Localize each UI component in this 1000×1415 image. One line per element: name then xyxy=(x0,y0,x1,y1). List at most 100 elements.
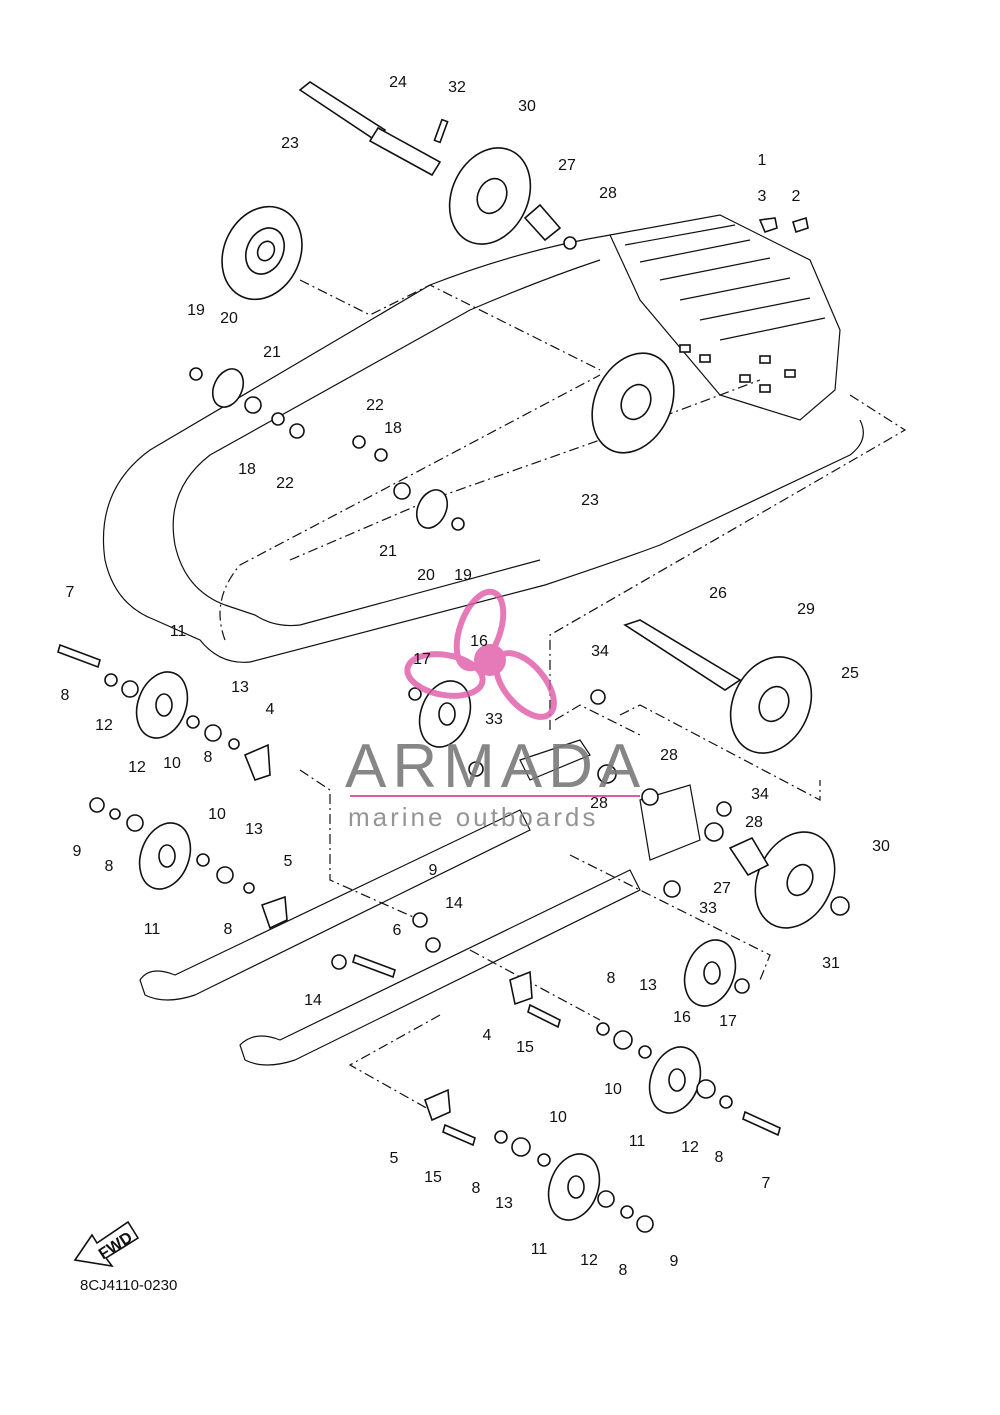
callout-33: 33 xyxy=(699,900,717,917)
callout-28: 28 xyxy=(590,795,608,812)
callout-33: 33 xyxy=(485,711,503,728)
callout-17: 17 xyxy=(413,651,431,668)
callout-13: 13 xyxy=(245,821,263,838)
callout-11: 11 xyxy=(170,623,187,640)
callout-21: 21 xyxy=(263,344,281,361)
callout-27: 27 xyxy=(558,157,576,174)
callout-1: 1 xyxy=(758,152,767,169)
callout-29: 29 xyxy=(797,601,815,618)
callout-10: 10 xyxy=(208,806,226,823)
callout-18: 18 xyxy=(384,420,402,437)
callout-3: 3 xyxy=(758,188,767,205)
callout-16: 16 xyxy=(673,1009,691,1026)
callout-8: 8 xyxy=(607,970,616,987)
axle-24 xyxy=(298,81,449,177)
shaft-26 xyxy=(623,619,742,691)
callout-6: 6 xyxy=(393,922,402,939)
callout-30: 30 xyxy=(872,838,890,855)
wheel-29 xyxy=(729,656,813,754)
fwd-arrow: FWD xyxy=(73,1220,140,1268)
callout-21: 21 xyxy=(379,543,397,560)
callout-11: 11 xyxy=(531,1241,548,1258)
idler-wheel-23-mid xyxy=(591,352,675,454)
callout-9: 9 xyxy=(670,1253,679,1270)
callout-12: 12 xyxy=(95,717,113,734)
callout-18: 18 xyxy=(238,461,256,478)
wheel-11-a xyxy=(135,671,189,739)
callout-27: 27 xyxy=(713,880,731,897)
wheel-11-b xyxy=(138,822,192,890)
callout-12: 12 xyxy=(128,759,146,776)
small-hardware xyxy=(57,216,850,1233)
track-cleats xyxy=(609,214,841,421)
callout-22: 22 xyxy=(276,475,294,492)
callout-7: 7 xyxy=(762,1175,771,1192)
callout-12: 12 xyxy=(681,1139,699,1156)
callout-28: 28 xyxy=(745,814,763,831)
callout-9: 9 xyxy=(73,843,82,860)
track-belt xyxy=(102,234,864,663)
callout-4: 4 xyxy=(266,701,275,718)
watermark-subtitle: marine outboards xyxy=(348,802,598,832)
callout-32: 32 xyxy=(448,79,466,96)
callout-23: 23 xyxy=(281,135,299,152)
callout-13: 13 xyxy=(231,679,249,696)
callout-11: 11 xyxy=(629,1133,646,1150)
callout-15: 15 xyxy=(516,1039,534,1056)
callout-23: 23 xyxy=(581,492,599,509)
callout-25: 25 xyxy=(841,665,859,682)
callout-30: 30 xyxy=(518,98,536,115)
callout-19: 19 xyxy=(454,567,472,584)
callout-22: 22 xyxy=(366,397,384,414)
callout-2: 2 xyxy=(792,188,801,205)
diagram-code: 8CJ4110-0230 xyxy=(80,1277,177,1294)
callout-11: 11 xyxy=(144,921,161,938)
callout-34: 34 xyxy=(751,786,769,803)
callout-8: 8 xyxy=(204,749,213,766)
callout-14: 14 xyxy=(304,992,322,1009)
callout-20: 20 xyxy=(417,567,435,584)
callout-10: 10 xyxy=(604,1081,622,1098)
callout-8: 8 xyxy=(472,1180,481,1197)
callout-12: 12 xyxy=(580,1252,598,1269)
callout-14: 14 xyxy=(445,895,463,912)
callout-5: 5 xyxy=(284,853,293,870)
callout-15: 15 xyxy=(424,1169,442,1186)
callout-8: 8 xyxy=(619,1262,628,1279)
wheel-16-b xyxy=(683,939,737,1007)
callout-16: 16 xyxy=(470,633,488,650)
callout-28: 28 xyxy=(599,185,617,202)
callout-13: 13 xyxy=(495,1195,513,1212)
watermark-title: ARMADA xyxy=(345,732,646,801)
callout-31: 31 xyxy=(822,955,840,972)
callout-8: 8 xyxy=(224,921,233,938)
callout-10: 10 xyxy=(163,755,181,772)
callout-13: 13 xyxy=(639,977,657,994)
callout-7: 7 xyxy=(66,584,75,601)
callout-34: 34 xyxy=(591,643,609,660)
collar-27-top xyxy=(523,203,562,242)
callout-24: 24 xyxy=(389,74,407,91)
callout-8: 8 xyxy=(61,687,70,704)
callout-8: 8 xyxy=(105,858,114,875)
slide-rails xyxy=(139,739,701,1066)
callout-17: 17 xyxy=(719,1013,737,1030)
callout-10: 10 xyxy=(549,1109,567,1126)
callout-4: 4 xyxy=(483,1027,492,1044)
callout-9: 9 xyxy=(429,862,438,879)
watermark: ARMADA marine outboards xyxy=(345,588,646,832)
wheel-11-d xyxy=(547,1153,601,1221)
propeller-logo xyxy=(404,588,557,720)
idler-wheel-30-top xyxy=(448,147,532,245)
callout-8: 8 xyxy=(715,1149,724,1166)
callout-20: 20 xyxy=(220,310,238,327)
callout-19: 19 xyxy=(187,302,205,319)
idler-wheel-23-top xyxy=(221,205,303,301)
wheel-11-c xyxy=(648,1046,702,1114)
callout-5: 5 xyxy=(390,1150,399,1167)
callout-28: 28 xyxy=(660,747,678,764)
wheel-30-bottom xyxy=(754,831,836,929)
callout-26: 26 xyxy=(709,585,727,602)
